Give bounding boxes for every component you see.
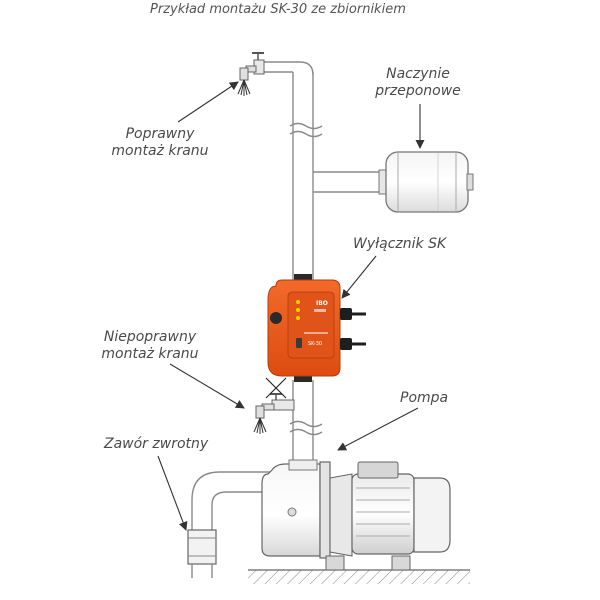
incorrect-tap-label-line2: montaż kranu	[101, 346, 199, 362]
check-valve	[187, 529, 217, 565]
device-model: SK-30	[308, 341, 322, 347]
correct-tap-label-line1: Poprawny	[125, 126, 195, 142]
correct-tap-label-line2: montaż kranu	[111, 143, 209, 159]
arrow-switch	[341, 255, 377, 299]
water-spray-icon	[237, 79, 251, 96]
tank-branch-pipe	[313, 171, 384, 193]
vertical-pipe	[262, 61, 323, 468]
pump-label: Pompa	[400, 390, 449, 406]
incorrect-tap-label: Niepoprawny montaż kranu	[90, 329, 210, 363]
ground	[248, 569, 470, 584]
arrow-correct-tap	[177, 81, 239, 123]
arrow-pump	[337, 407, 419, 451]
device-brand: IBO	[316, 300, 328, 307]
incorrect-tap	[253, 377, 295, 434]
diaphragm-tank	[378, 151, 474, 213]
tank-label-line2: przeponowe	[375, 83, 461, 99]
suction-pipe	[191, 471, 272, 560]
leader-arrows	[157, 81, 425, 531]
incorrect-tap-label-line1: Niepoprawny	[103, 329, 197, 345]
tank-label: Naczynie przeponowe	[368, 66, 468, 100]
arrow-incorrect-tap	[169, 363, 245, 409]
cross-mark-icon	[265, 377, 287, 399]
water-spray-icon	[253, 417, 267, 434]
check-valve-label: Zawór zwrotny	[104, 436, 209, 452]
correct-tap	[237, 52, 265, 96]
pressure-switch: IBO SK-30	[267, 274, 366, 382]
pump	[261, 459, 451, 571]
tank-label-line1: Naczynie	[386, 66, 450, 82]
switch-label: Wyłącznik SK	[353, 236, 447, 252]
arrow-check-valve	[157, 455, 188, 531]
correct-tap-label: Poprawny montaż kranu	[100, 126, 220, 160]
diagram-title: Przykład montażu SK-30 ze zbiornikiem	[150, 2, 406, 17]
